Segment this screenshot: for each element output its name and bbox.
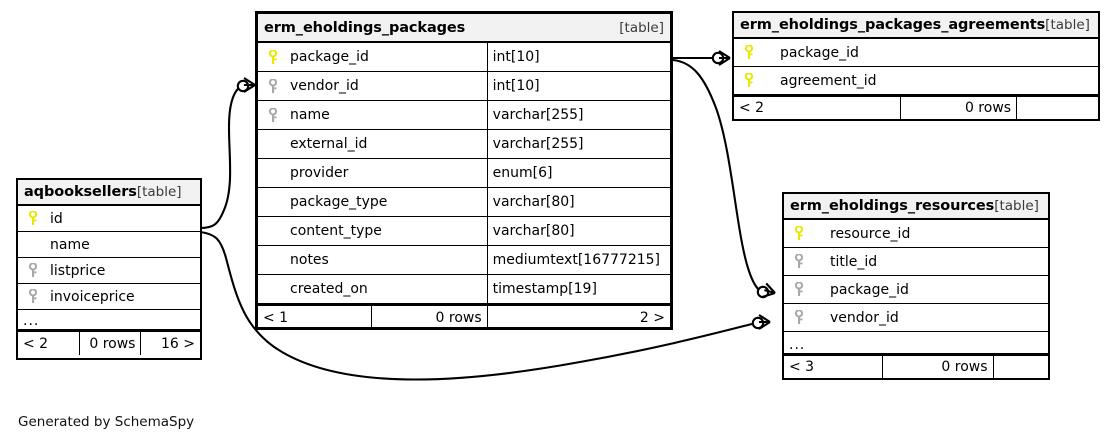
primary-key-icon	[790, 226, 808, 241]
footer-row-count: 0 rows	[899, 97, 1016, 119]
table-title-erm-eholdings-packages-agreements: erm_eholdings_packages_agreements[table]	[734, 13, 1098, 39]
footer-next-page[interactable]: 2 >	[486, 306, 670, 329]
column-name: vendor_id	[830, 309, 899, 326]
table-name: erm_eholdings_packages	[264, 19, 466, 36]
column-row-package-id[interactable]: package_id	[734, 39, 1098, 67]
column-name: agreement_id	[780, 72, 877, 89]
table-tag: [table]	[619, 19, 664, 36]
column-type: int[10]	[486, 72, 670, 100]
edge-packages-to-agreements	[673, 49, 732, 67]
edge-aqbooksellers-to-packages-vendor	[199, 76, 257, 230]
table-name: erm_eholdings_packages_agreements	[740, 17, 1046, 33]
ellipsis-label: ...	[23, 313, 40, 329]
column-name: resource_id	[830, 225, 911, 242]
column-type: mediumtext[16777215]	[486, 246, 670, 274]
column-row-listprice[interactable]: listprice	[18, 258, 200, 284]
column-row-title-id[interactable]: title_id	[784, 248, 1048, 276]
foreign-key-icon	[264, 78, 282, 94]
table-tag: [table]	[994, 198, 1039, 214]
table-footer-erm-eholdings-packages: < 1 0 rows 2 >	[258, 304, 670, 329]
table-title-erm-eholdings-packages: erm_eholdings_packages [table]	[258, 14, 670, 43]
table-footer-erm-eholdings-resources: < 3 0 rows	[784, 354, 1048, 378]
primary-key-icon	[740, 73, 758, 88]
column-name: package_id	[290, 49, 369, 65]
column-type: varchar[80]	[486, 188, 670, 216]
generated-by-caption: Generated by SchemaSpy	[18, 414, 195, 430]
table-name: aqbooksellers	[24, 184, 137, 200]
column-name: id	[50, 210, 63, 227]
column-row-id[interactable]: id	[18, 206, 200, 232]
table-footer-erm-eholdings-packages-agreements: < 2 0 rows	[734, 95, 1098, 119]
column-row-external-id[interactable]: external_id varchar[255]	[258, 130, 670, 159]
foreign-key-icon	[24, 263, 42, 278]
footer-prev-page[interactable]: < 3	[789, 359, 815, 375]
footer-prev-page[interactable]: < 2	[739, 100, 765, 116]
footer-next-page[interactable]	[992, 356, 1048, 378]
column-name: content_type	[290, 223, 382, 239]
column-name: created_on	[290, 281, 368, 297]
table-title-aqbooksellers: aqbooksellers[table]	[18, 180, 200, 206]
column-row-vendor-id[interactable]: vendor_id int[10]	[258, 72, 670, 101]
column-row-name[interactable]: name varchar[255]	[258, 101, 670, 130]
column-type: int[10]	[486, 43, 670, 71]
table-footer-aqbooksellers: < 2 0 rows 16 >	[18, 330, 200, 355]
foreign-key-icon	[790, 254, 808, 269]
column-name: external_id	[290, 136, 368, 152]
column-name: package_type	[290, 194, 388, 210]
column-name: name	[50, 236, 90, 253]
column-row-name[interactable]: name	[18, 232, 200, 258]
column-row-content-type[interactable]: content_type varchar[80]	[258, 217, 670, 246]
foreign-key-icon	[264, 107, 282, 123]
footer-next-page[interactable]	[1016, 97, 1098, 119]
column-row-package-id[interactable]: package_id int[10]	[258, 43, 670, 72]
footer-row-count: 0 rows	[78, 332, 141, 355]
table-tag: [table]	[1045, 17, 1090, 33]
column-row-package-id[interactable]: package_id	[784, 276, 1048, 304]
column-row-provider[interactable]: provider enum[6]	[258, 159, 670, 188]
column-name: package_id	[780, 44, 859, 61]
ellipsis-label: ...	[789, 337, 806, 353]
table-erm-eholdings-packages-agreements[interactable]: erm_eholdings_packages_agreements[table]…	[732, 11, 1100, 121]
footer-next-page[interactable]: 16 >	[140, 332, 200, 355]
column-name: listprice	[50, 262, 106, 279]
column-type: varchar[255]	[486, 130, 670, 158]
more-columns-indicator: ...	[18, 310, 200, 330]
table-erm-eholdings-packages[interactable]: erm_eholdings_packages [table] package_i…	[255, 11, 673, 330]
column-row-created-on[interactable]: created_on timestamp[19]	[258, 275, 670, 304]
column-row-notes[interactable]: notes mediumtext[16777215]	[258, 246, 670, 275]
footer-prev-page[interactable]: < 1	[263, 309, 289, 326]
primary-key-icon	[740, 45, 758, 60]
footer-row-count: 0 rows	[370, 306, 487, 329]
table-aqbooksellers[interactable]: aqbooksellers[table] id name listprice	[16, 178, 202, 360]
primary-key-icon	[264, 49, 282, 65]
column-row-vendor-id[interactable]: vendor_id	[784, 304, 1048, 332]
column-type: varchar[255]	[486, 101, 670, 129]
primary-key-icon	[24, 211, 42, 226]
column-name: vendor_id	[290, 78, 359, 94]
column-type: timestamp[19]	[486, 275, 670, 303]
column-row-package-type[interactable]: package_type varchar[80]	[258, 188, 670, 217]
foreign-key-icon	[790, 282, 808, 297]
foreign-key-icon	[790, 310, 808, 325]
column-row-resource-id[interactable]: resource_id	[784, 220, 1048, 248]
column-name: notes	[290, 252, 329, 268]
column-name: title_id	[830, 253, 878, 270]
column-name: invoiceprice	[50, 288, 135, 305]
column-name: package_id	[830, 281, 909, 298]
column-type: enum[6]	[486, 159, 670, 187]
foreign-key-icon	[24, 289, 42, 304]
column-name: name	[290, 107, 330, 123]
column-row-invoiceprice[interactable]: invoiceprice	[18, 284, 200, 310]
column-name: provider	[290, 165, 349, 181]
table-title-erm-eholdings-resources: erm_eholdings_resources[table]	[784, 194, 1048, 220]
more-columns-indicator: ...	[784, 332, 1048, 354]
column-row-agreement-id[interactable]: agreement_id	[734, 67, 1098, 95]
table-tag: [table]	[136, 184, 182, 200]
table-erm-eholdings-resources[interactable]: erm_eholdings_resources[table] resource_…	[782, 192, 1050, 380]
column-type: varchar[80]	[486, 217, 670, 245]
footer-prev-page[interactable]: < 2	[23, 335, 49, 352]
footer-row-count: 0 rows	[881, 356, 993, 378]
table-name: erm_eholdings_resources	[790, 198, 995, 214]
